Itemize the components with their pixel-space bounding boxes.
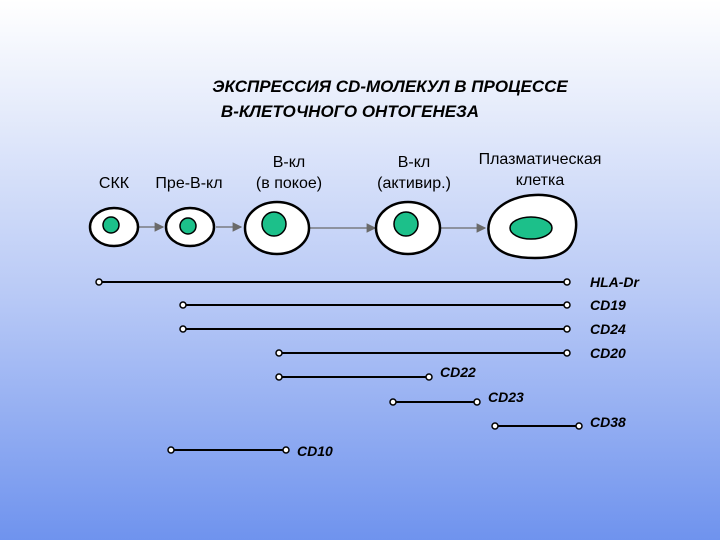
- marker-line-cd38: [491, 422, 583, 430]
- cell-plasma: [487, 193, 578, 260]
- stage-label-line-2: (активир.): [377, 175, 451, 192]
- cell-b-resting: [243, 200, 311, 256]
- stage-label-line-1: Плазматическая: [478, 151, 602, 168]
- stage-label-line-2: клетка: [515, 172, 565, 189]
- marker-label-hla-dr: HLA-Dr: [590, 274, 639, 290]
- marker-label-cd20: CD20: [590, 345, 626, 361]
- cell-nucleus: [179, 217, 197, 235]
- title-line-1: ЭКСПРЕССИЯ CD-МОЛЕКУЛ В ПРОЦЕССЕ: [212, 77, 568, 96]
- marker-line-cd23: [389, 398, 481, 406]
- diagram-title: ЭКСПРЕССИЯ CD-МОЛЕКУЛ В ПРОЦЕССЕ В-КЛЕТО…: [0, 74, 720, 124]
- stage-label-line-1: В-кл: [272, 154, 306, 171]
- stage-label-line-1: Пре-В-кл: [155, 175, 223, 192]
- cell-nucleus: [393, 211, 419, 237]
- marker-label-cd24: CD24: [590, 321, 626, 337]
- cell-nucleus: [261, 211, 287, 237]
- stage-label-plasma-cell: Плазматическая клетка: [466, 149, 614, 191]
- cell-pre-b: [164, 206, 216, 248]
- marker-line-cd19: [179, 301, 571, 309]
- stage-label-b-resting: В-кл (в покое): [244, 152, 334, 194]
- stage-label-pre-b: Пре-В-кл: [148, 173, 230, 194]
- cell-nucleus: [509, 216, 553, 240]
- stage-label-line-1: СКК: [98, 175, 130, 192]
- cell-nucleus: [102, 216, 120, 234]
- marker-line-cd20: [275, 349, 571, 357]
- marker-label-cd19: CD19: [590, 297, 626, 313]
- marker-line-cd10: [167, 446, 290, 454]
- marker-line-hla-dr: [95, 278, 571, 286]
- marker-label-cd38: CD38: [590, 414, 626, 430]
- stage-label-skk: СКК: [88, 173, 140, 194]
- cell-b-activated: [374, 200, 442, 256]
- marker-line-cd24: [179, 325, 571, 333]
- marker-label-cd23: CD23: [488, 389, 524, 405]
- marker-line-cd22: [275, 373, 433, 381]
- stage-label-line-2: (в покое): [255, 175, 323, 192]
- title-line-2: В-КЛЕТОЧНОГО ОНТОГЕНЕЗА: [220, 102, 480, 121]
- marker-label-cd10: CD10: [297, 443, 333, 459]
- marker-label-cd22: CD22: [440, 364, 476, 380]
- stage-label-b-activated: В-кл (активир.): [366, 152, 462, 194]
- stage-label-line-1: В-кл: [397, 154, 431, 171]
- cell-skk: [88, 206, 140, 248]
